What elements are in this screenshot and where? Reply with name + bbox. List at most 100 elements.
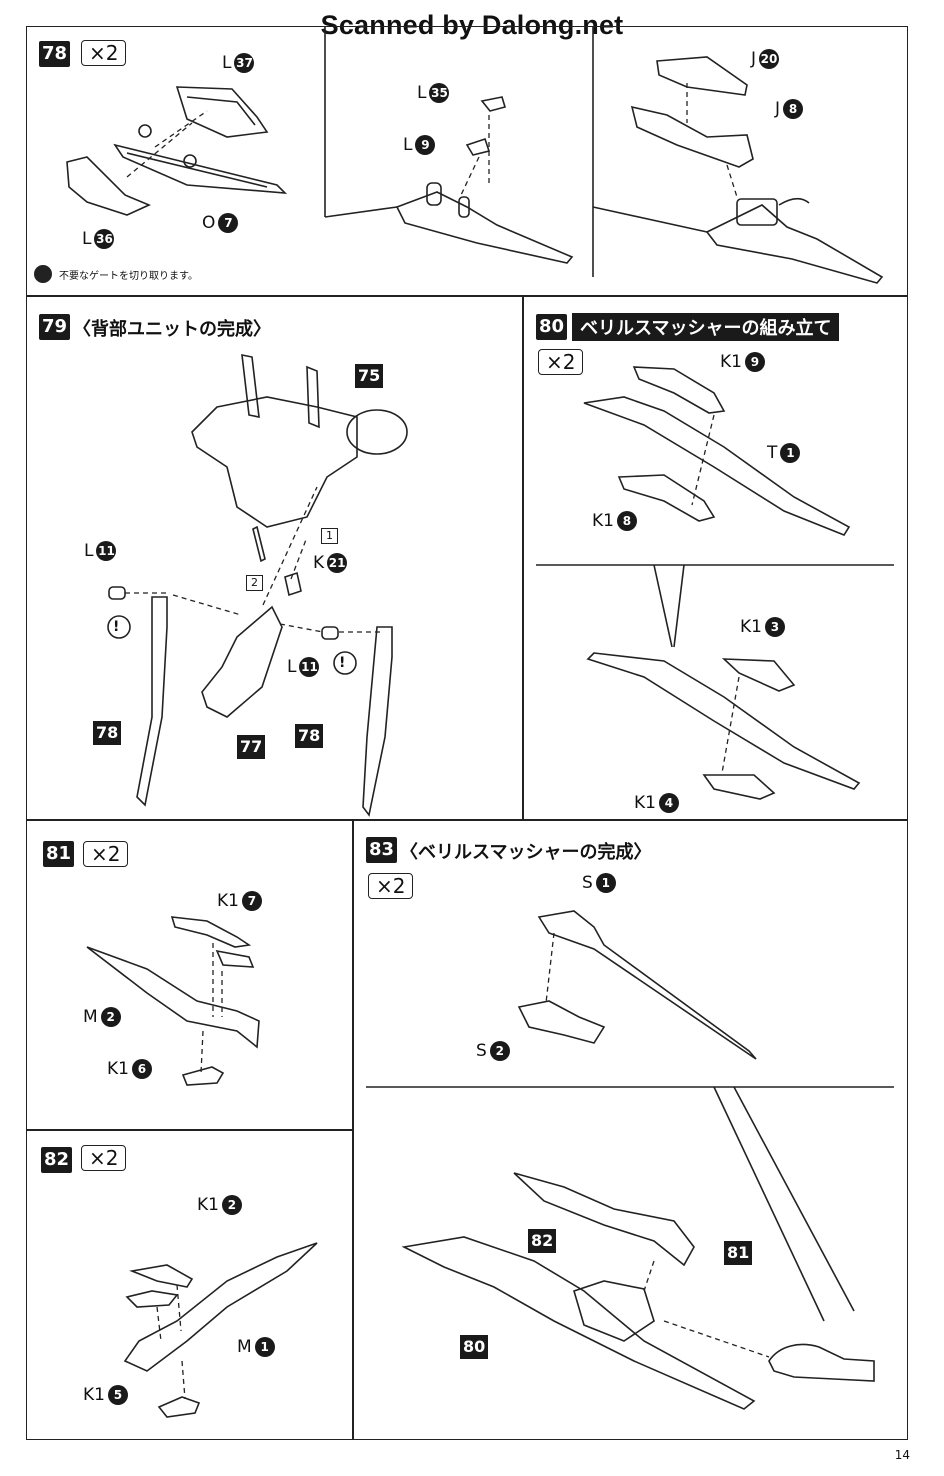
label-s1-letter: S xyxy=(582,873,593,893)
caution-icon-right: ! xyxy=(339,655,346,671)
gate-cut-note-text: 不要なゲートを切り取ります。 xyxy=(59,271,198,282)
label-k1-6-number: 6 xyxy=(131,1059,152,1079)
ref-step-78-right: 78 xyxy=(295,724,324,748)
label-l11-left-letter: L xyxy=(84,541,94,561)
order-marker-1: 1 xyxy=(321,528,338,544)
step-80-multiplier: ×2 xyxy=(538,349,584,375)
label-m1-number: 1 xyxy=(254,1337,275,1357)
label-s2-number: 2 xyxy=(489,1041,510,1061)
order-marker-2: 2 xyxy=(246,575,263,591)
step-81-badge: 81 xyxy=(43,841,75,867)
ref-step-75: 75 xyxy=(355,364,384,388)
label-k21-number: 21 xyxy=(327,553,348,573)
step-78-multiplier: ×2 xyxy=(81,40,127,66)
caution-icon-left: ! xyxy=(113,619,120,635)
label-j8-letter: J xyxy=(775,99,781,119)
label-k1-3-number: 3 xyxy=(764,617,785,637)
label-k1-2-number: 2 xyxy=(221,1195,242,1215)
label-k1-9-number: 9 xyxy=(744,352,765,372)
label-k1-9-letter: K1 xyxy=(720,352,742,372)
gate-cut-note: 不要なゲートを切り取ります。 xyxy=(59,267,198,282)
label-m2-letter: M xyxy=(83,1007,98,1027)
step-82-illustration xyxy=(123,1242,318,1418)
label-l11-right-number: 11 xyxy=(299,657,320,677)
step-83-illustration xyxy=(366,910,894,1410)
label-s2-letter: S xyxy=(476,1041,487,1061)
label-t1-letter: T xyxy=(767,443,778,463)
step-80-badge: 80 xyxy=(536,314,568,340)
step-78-illustration xyxy=(34,27,884,284)
step-78-panel: 78 ×2 xyxy=(26,26,908,296)
label-l35-letter: L xyxy=(417,83,427,103)
step-83-badge: 83 xyxy=(366,837,398,863)
label-k1-7-number: 7 xyxy=(241,891,262,911)
ref-step-81: 81 xyxy=(724,1241,753,1265)
label-l11-right-letter: L xyxy=(287,657,297,677)
step-79-illustration xyxy=(107,353,408,817)
step-80-illustration xyxy=(536,366,894,800)
label-t1-number: 1 xyxy=(780,443,801,463)
label-k1-4-letter: K1 xyxy=(634,793,656,813)
ref-step-82: 82 xyxy=(528,1229,557,1253)
ref-step-77: 77 xyxy=(237,735,266,759)
label-m2-number: 2 xyxy=(100,1007,121,1027)
step-80-title: ベリルスマッシャーの組み立て xyxy=(572,313,840,341)
label-l36-letter: L xyxy=(82,229,92,249)
label-l37-number: 37 xyxy=(234,53,255,73)
label-j20-number: 20 xyxy=(759,49,780,69)
step-78-badge: 78 xyxy=(39,41,71,67)
label-l9-letter: L xyxy=(403,135,413,155)
label-k1-6-letter: K1 xyxy=(107,1059,129,1079)
label-k1-8-letter: K1 xyxy=(592,511,614,531)
label-k1-3-letter: K1 xyxy=(740,617,762,637)
label-l36-number: 36 xyxy=(94,229,115,249)
label-s1-number: 1 xyxy=(595,873,616,893)
step-82-badge: 82 xyxy=(41,1147,73,1173)
step-83-title: 〈ベリルスマッシャーの完成〉 xyxy=(400,842,652,863)
label-j20-letter: J xyxy=(751,49,757,69)
label-l37-letter: L xyxy=(222,53,232,73)
ref-step-78-left: 78 xyxy=(93,721,122,745)
step-79-title: 〈背部ユニットの完成〉 xyxy=(73,319,271,340)
label-k1-5-number: 5 xyxy=(107,1385,128,1405)
label-o7-number: 7 xyxy=(218,213,239,233)
label-k1-7-letter: K1 xyxy=(217,891,239,911)
step-81-illustration xyxy=(86,916,260,1086)
label-k1-8-number: 8 xyxy=(616,511,637,531)
label-l35-number: 35 xyxy=(429,83,450,103)
scan-watermark-header: Scanned by Dalong.net xyxy=(320,10,624,40)
label-m1-letter: M xyxy=(237,1337,252,1357)
step-81-multiplier: ×2 xyxy=(83,841,129,867)
page-number: 14 xyxy=(894,1448,910,1462)
step-79-badge: 79 xyxy=(39,314,71,340)
step-83-multiplier: ×2 xyxy=(368,873,414,899)
label-j8-number: 8 xyxy=(783,99,804,119)
label-l11-left-number: 11 xyxy=(96,541,117,561)
label-k1-4-number: 4 xyxy=(658,793,679,813)
ref-step-80: 80 xyxy=(460,1335,489,1359)
label-k1-2-letter: K1 xyxy=(197,1195,219,1215)
